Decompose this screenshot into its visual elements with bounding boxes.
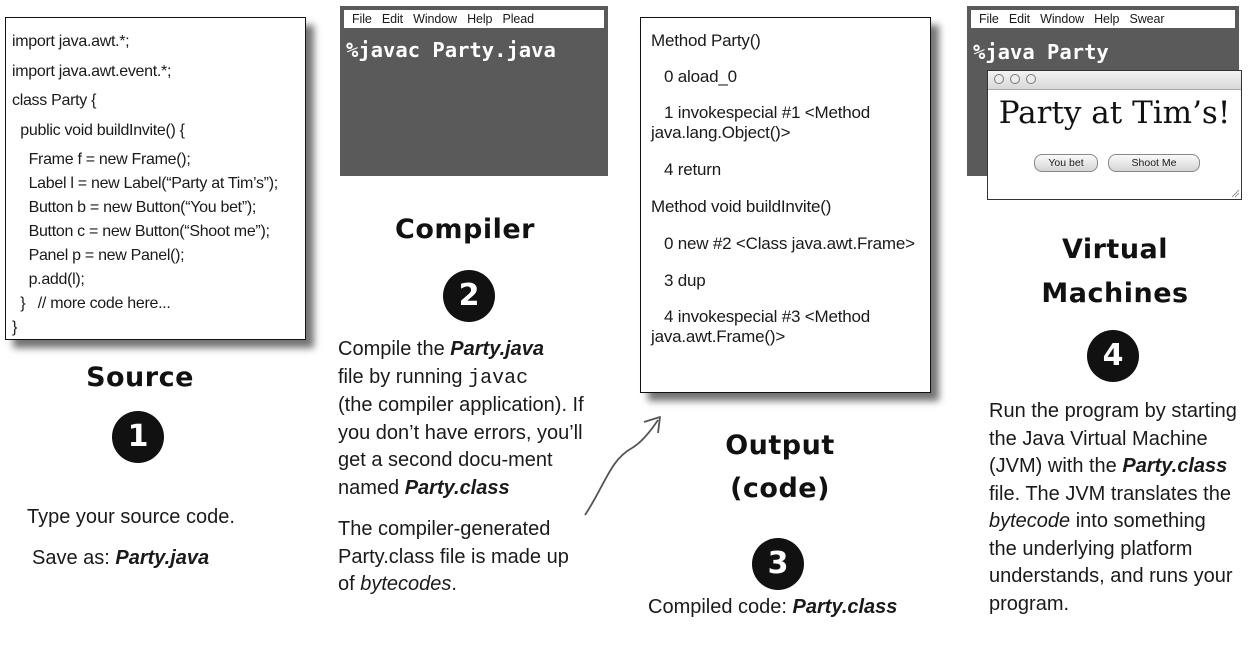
- vm-terminal-menubar: File Edit Window Help Swear: [971, 10, 1235, 28]
- save-as-line: Save as: Party.java: [32, 545, 209, 573]
- source-heading: Source: [86, 362, 194, 393]
- curved-arrow-icon: [584, 416, 661, 516]
- compiler-bytecode-note: The compiler-generated Party.class file …: [338, 516, 590, 599]
- shoot-me-button[interactable]: Shoot Me: [1108, 154, 1200, 172]
- step-3-badge: 3: [752, 538, 804, 590]
- bytecode-line: 0 new #2 <Class java.awt.Frame>: [664, 234, 915, 253]
- bytecode-line: Method void buildInvite(): [651, 197, 832, 216]
- bytecode-output-box: Method Party() 0 aload_0 1 invokespecial…: [640, 17, 931, 393]
- compiler-desc-text: Compile the: [338, 338, 451, 360]
- save-as-filename: Party.java: [115, 547, 210, 569]
- output-subheading: (code): [730, 473, 830, 504]
- javac-command: javac: [468, 366, 529, 390]
- compiler-terminal-menubar: File Edit Window Help Plead: [344, 10, 604, 28]
- source-code: import java.awt.*; import java.awt.event…: [12, 27, 278, 340]
- vm-command: %java Party: [973, 40, 1109, 64]
- output-heading: Output: [725, 430, 835, 461]
- code-line: Button b = new Button(“You bet”);: [12, 199, 257, 216]
- party-label: Party at Tim’s!: [998, 95, 1231, 131]
- bytecodes-term: bytecodes: [360, 573, 452, 595]
- code-line: import java.awt.event.*;: [12, 62, 172, 80]
- compiler-source-file: Party.java: [450, 338, 545, 360]
- vm-desc-text: file. The JVM translates the: [989, 482, 1231, 505]
- code-line: Frame f = new Frame();: [12, 151, 191, 168]
- source-description: Type your source code.: [27, 506, 235, 528]
- output-caption-file: Party.class: [792, 596, 898, 618]
- code-line: } // more code here...: [12, 295, 171, 312]
- bytecode-line: java.lang.Object()>: [651, 123, 791, 142]
- bytecode-line: 4 invokespecial #3 <Method: [664, 307, 871, 326]
- resize-grip-icon[interactable]: [1230, 188, 1240, 198]
- compiler-heading: Compiler: [395, 214, 535, 245]
- compiler-note-text: The compiler-generated Party.class file …: [338, 518, 569, 595]
- vm-desc-text: Run the program by starting the Java Vir…: [989, 400, 1237, 477]
- compiler-output-file: Party.class: [404, 476, 510, 499]
- zoom-dot-icon[interactable]: [1026, 74, 1036, 84]
- code-line: Panel p = new Panel();: [12, 247, 185, 264]
- compiler-desc-text: (the compiler application). If you don’t…: [338, 394, 584, 499]
- vm-class-file: Party.class: [1122, 455, 1228, 477]
- bytecode-line: 4 return: [664, 160, 721, 179]
- compiler-command: %javac Party.java: [346, 38, 556, 62]
- save-as-label: Save as:: [32, 547, 116, 569]
- bytecode-line: 0 aload_0: [664, 67, 737, 86]
- code-line: Label l = new Label(“Party at Tim’s”);: [12, 175, 279, 192]
- you-bet-button[interactable]: You bet: [1034, 154, 1098, 172]
- vm-subheading: Machines: [1041, 278, 1189, 309]
- step-1-badge: 1: [112, 411, 164, 463]
- window-titlebar: [988, 71, 1241, 90]
- compiler-note-period: .: [451, 573, 457, 595]
- bytecode-line: Method Party(): [651, 31, 761, 50]
- vm-heading: Virtual: [1061, 234, 1169, 265]
- compiler-desc-text: file by running: [338, 365, 469, 388]
- code-line: p.add(l);: [12, 271, 85, 288]
- vm-desc-text: into something the underlying platform u…: [989, 510, 1233, 615]
- bytecode-line: 3 dup: [664, 271, 706, 290]
- code-line: import java.awt.*;: [12, 33, 130, 50]
- bytecode-line: java.awt.Frame()>: [651, 327, 786, 346]
- output-caption-label: Compiled code:: [648, 596, 793, 618]
- code-line: public void buildInvite() {: [12, 121, 185, 139]
- minimize-dot-icon[interactable]: [1010, 74, 1020, 84]
- vm-description: Run the program by starting the Java Vir…: [989, 398, 1237, 618]
- bytecode-term: bytecode: [989, 510, 1071, 532]
- party-app-window: Party at Tim’s! You bet Shoot Me: [987, 70, 1242, 200]
- output-caption: Compiled code: Party.class: [648, 594, 897, 622]
- source-code-box: import java.awt.*; import java.awt.event…: [5, 17, 306, 340]
- code-line: }: [12, 319, 18, 336]
- compiler-terminal: File Edit Window Help Plead %javac Party…: [340, 6, 608, 176]
- compiler-description: Compile the Party.java file by running j…: [338, 336, 600, 502]
- close-dot-icon[interactable]: [994, 74, 1004, 84]
- step-2-badge: 2: [443, 270, 495, 322]
- code-line: Button c = new Button(“Shoot me”);: [12, 223, 270, 240]
- code-line: class Party {: [12, 92, 97, 109]
- bytecode-line: 1 invokespecial #1 <Method: [664, 103, 871, 122]
- step-4-badge: 4: [1087, 330, 1139, 382]
